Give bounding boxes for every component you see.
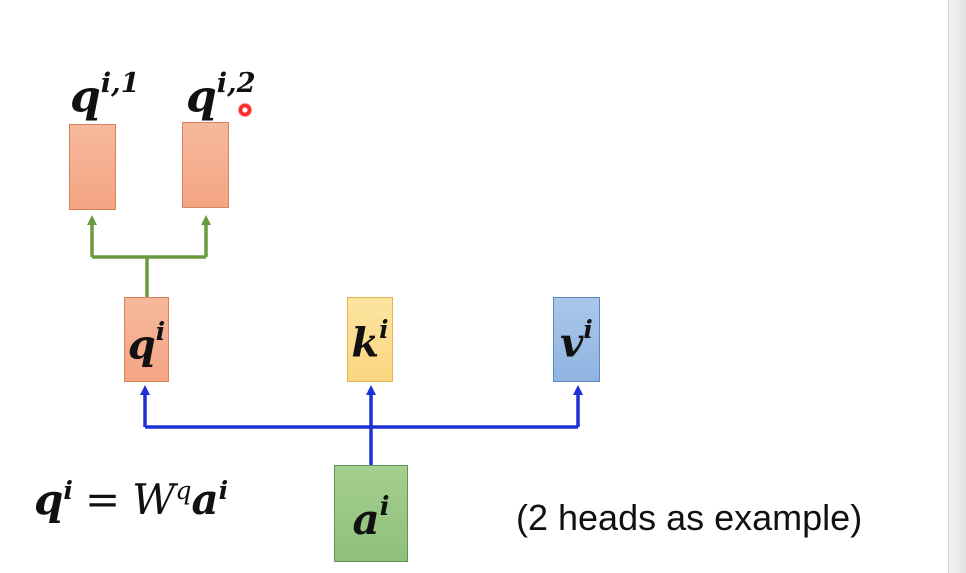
window-edge bbox=[948, 0, 966, 573]
v-box: vi bbox=[553, 297, 600, 382]
input-a-label: ai bbox=[352, 492, 390, 544]
input-a-box: ai bbox=[334, 465, 408, 562]
caption: (2 heads as example) bbox=[516, 497, 863, 538]
v-label: vi bbox=[560, 315, 593, 367]
k-box: ki bbox=[347, 297, 393, 382]
window-edge-line bbox=[948, 0, 949, 573]
q-label: qi bbox=[127, 317, 166, 369]
head-1-box bbox=[69, 124, 116, 210]
head-1-label: qi,1 bbox=[70, 66, 140, 123]
head-2-label: qi,2 bbox=[186, 66, 256, 123]
equation: qi=Wqai bbox=[34, 475, 229, 524]
laser-pointer-icon bbox=[238, 103, 252, 117]
k-label: ki bbox=[351, 315, 389, 367]
head-2-box bbox=[182, 122, 229, 208]
q-box: qi bbox=[124, 297, 169, 382]
